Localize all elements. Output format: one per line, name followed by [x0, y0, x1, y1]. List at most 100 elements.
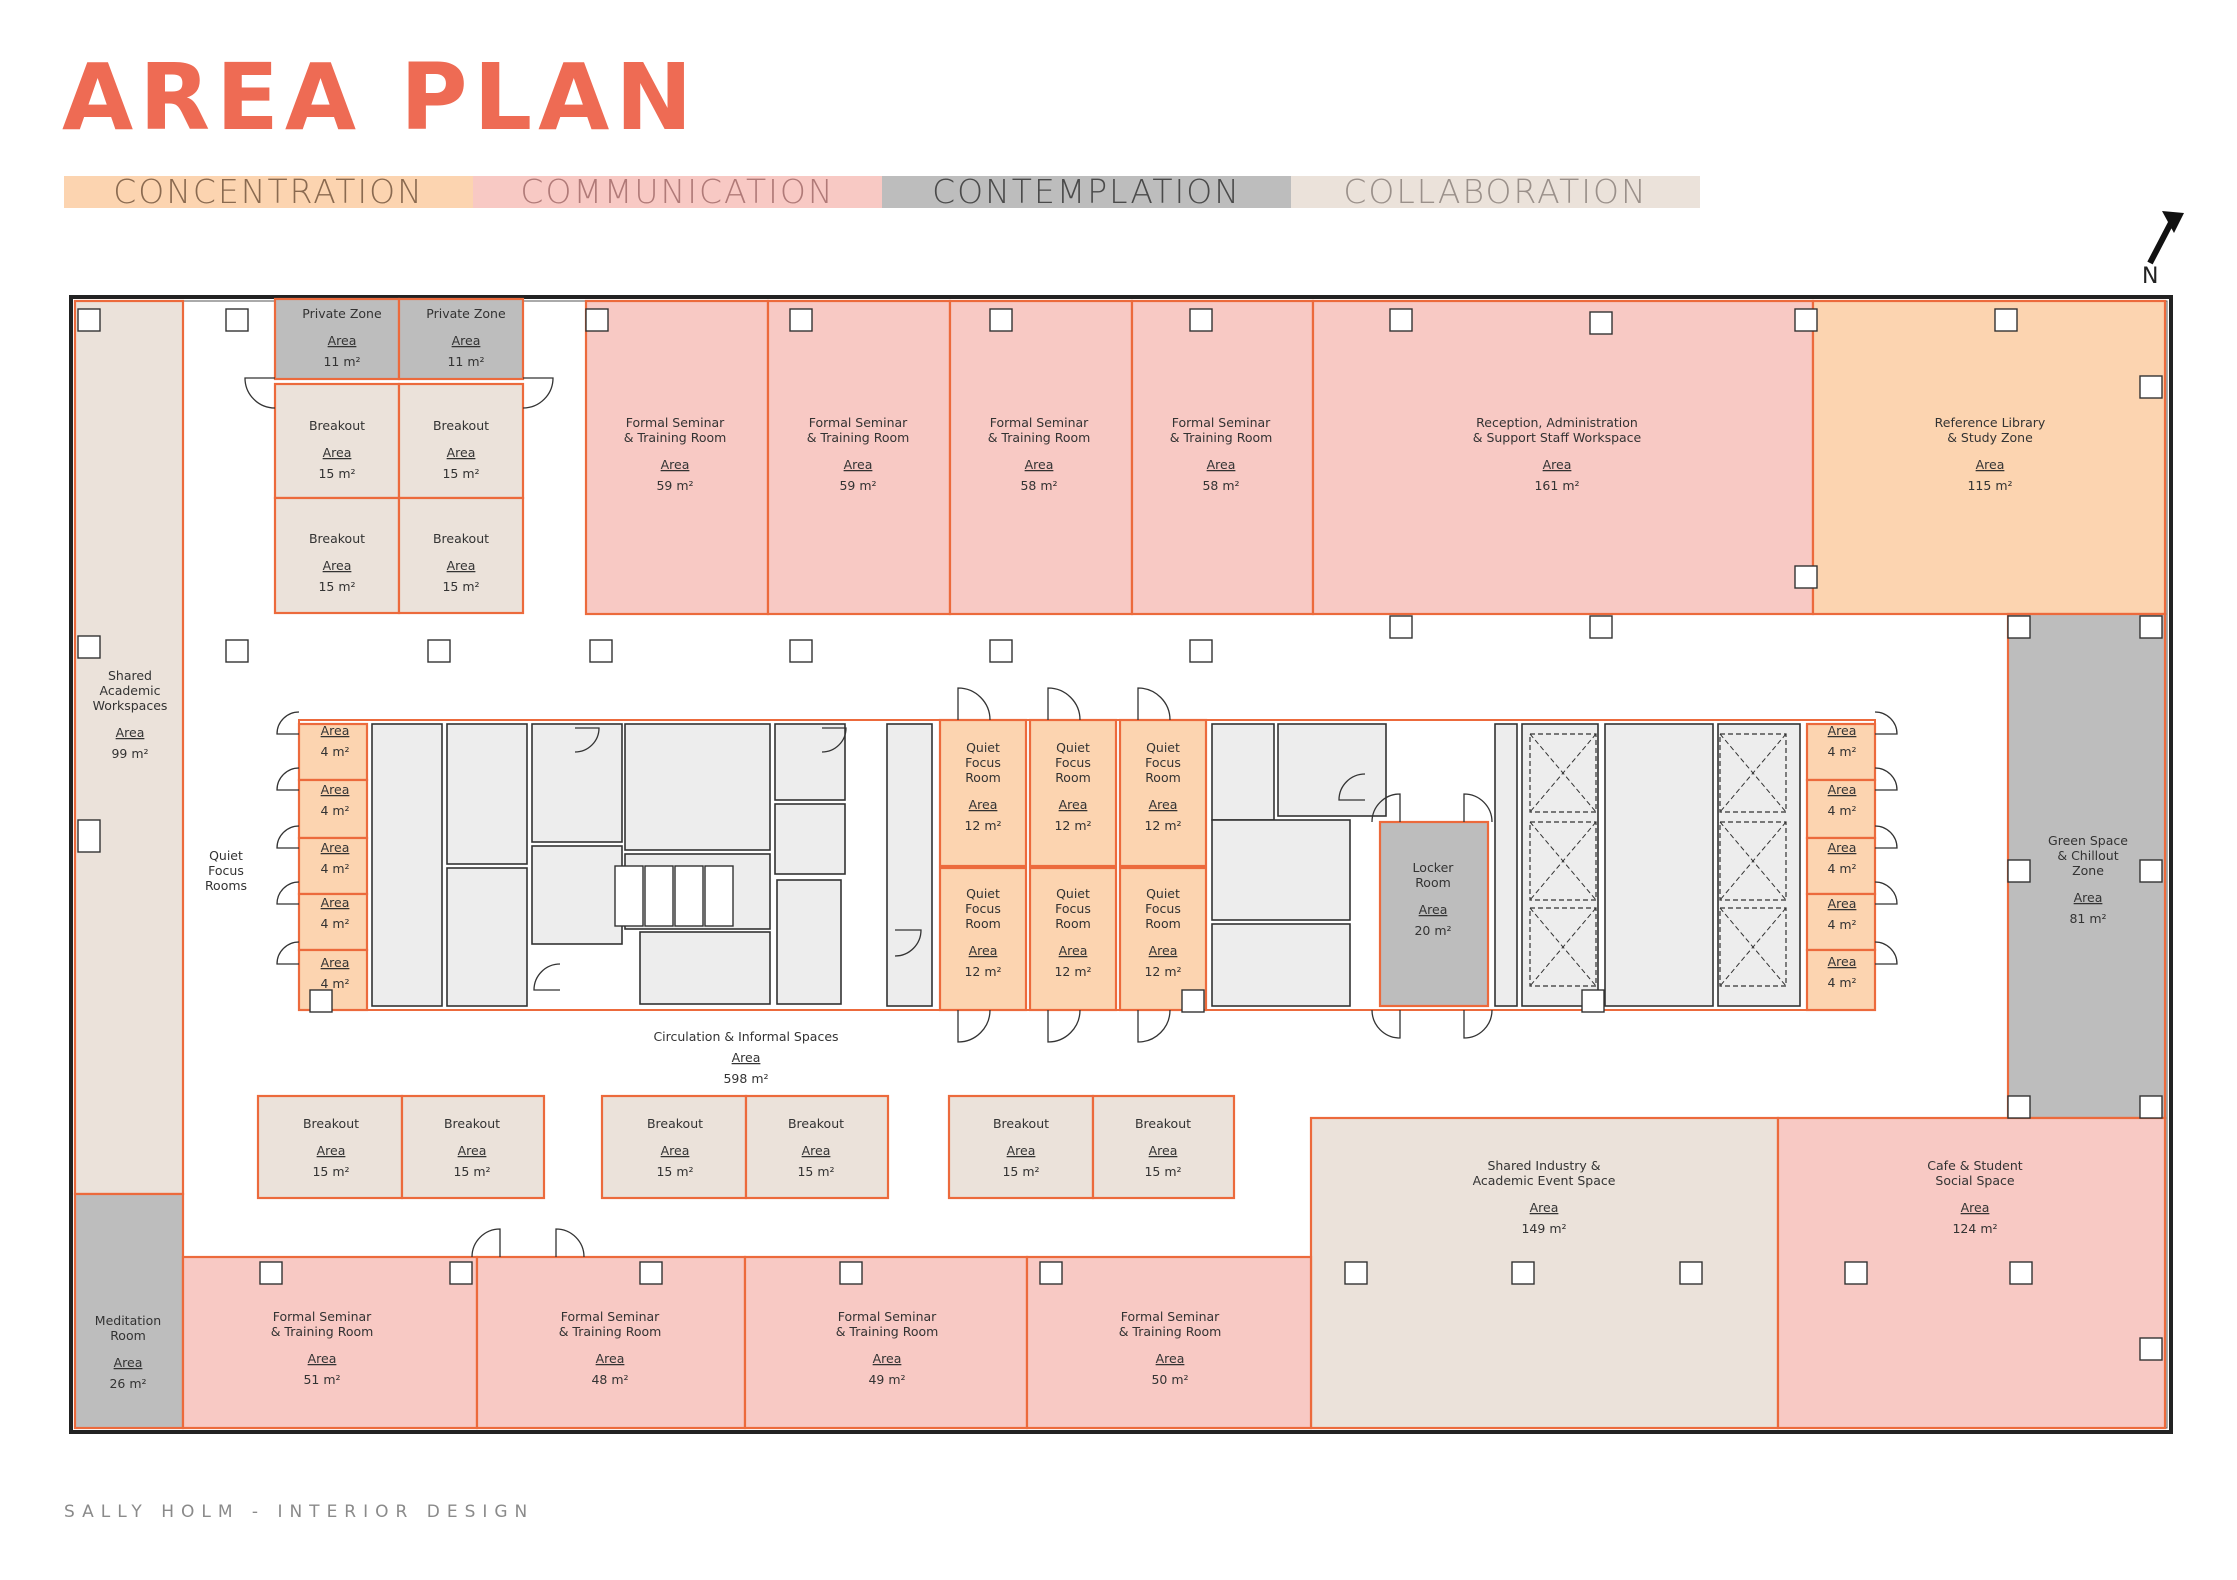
room-area-value: 58 m² [1202, 478, 1239, 493]
room-area-word: Area [1828, 896, 1857, 911]
room-area-value: 50 m² [1151, 1372, 1188, 1387]
room-name-line: & Training Room [271, 1324, 374, 1339]
room-quiet-focus-e3 [1805, 836, 1877, 896]
room-name-line: & Training Room [807, 430, 910, 445]
door-core-2 [821, 727, 847, 753]
room-name-line: Formal Seminar [273, 1309, 372, 1324]
room-area-value: 149 m² [1521, 1221, 1566, 1236]
door-quiet-focus-e4 [1874, 881, 1898, 905]
room-name-line: Formal Seminar [626, 415, 725, 430]
room-area-value: 20 m² [1414, 923, 1451, 938]
door-locker-room-4-swing [1463, 1009, 1493, 1039]
room-area-value: 12 m² [1144, 818, 1181, 833]
room-area-word: Area [1149, 1143, 1178, 1158]
room-quiet-focus-e4-shape [1805, 892, 1877, 952]
room-formal-seminar-n3-shape [948, 299, 1134, 616]
room-name-line: Quiet [1146, 740, 1180, 755]
column-marker-42 [309, 989, 333, 1013]
room-breakout-s1 [256, 1094, 404, 1200]
room-name-line: Quiet [966, 886, 1000, 901]
circulation-area-value: 598 m² [723, 1071, 768, 1086]
door-quiet-focus-w1-swing [276, 711, 300, 735]
door-locker-room-4 [1463, 1009, 1493, 1039]
room-area-value: 12 m² [1054, 818, 1091, 833]
room-area-value: 59 m² [839, 478, 876, 493]
room-breakout-s4-shape [744, 1094, 890, 1200]
door-quiet-focus-c4 [957, 1009, 991, 1043]
column-marker-8 [1589, 311, 1613, 335]
room-name-line: Room [1055, 916, 1091, 931]
lift-shaft-1 [1529, 733, 1597, 813]
core-service-block-16 [1277, 723, 1387, 817]
room-name-line: & Support Staff Workspace [1473, 430, 1642, 445]
door-quiet-focus-c2 [1047, 687, 1081, 721]
lift-shaft-outline [1529, 733, 1597, 813]
room-meditation-room-shape [73, 1192, 185, 1430]
room-quiet-focus-w2-shape [297, 778, 369, 840]
door-quiet-focus-c5 [1047, 1009, 1081, 1043]
column-marker-31 [639, 1261, 663, 1285]
column-marker-10 [1994, 308, 2018, 332]
room-name-line: Quiet [1146, 886, 1180, 901]
room-quiet-focus-w3-shape [297, 836, 369, 896]
room-name-line: Shared Industry & [1487, 1158, 1600, 1173]
door-quiet-focus-e2-swing [1874, 767, 1898, 791]
room-area-word: Area [323, 558, 352, 573]
column-marker-15 [2007, 615, 2031, 639]
room-breakout-nw-4-shape [397, 496, 525, 615]
door-quiet-focus-w3-swing [276, 825, 300, 849]
room-area-value: 99 m² [111, 746, 148, 761]
room-area-value: 11 m² [447, 354, 484, 369]
door-core-2-swing [821, 727, 847, 753]
quiet-focus-rooms-line: Quiet [209, 848, 243, 863]
room-breakout-nw-3-shape [273, 496, 401, 615]
core-service-block-12 [886, 723, 933, 1007]
door-quiet-focus-c1 [957, 687, 991, 721]
core-service-block-4 [531, 723, 623, 843]
toilet-cubicle-2 [644, 865, 674, 927]
room-quiet-focus-e3-shape [1805, 836, 1877, 896]
room-area-value: 48 m² [591, 1372, 628, 1387]
room-name-line: Breakout [1135, 1116, 1191, 1131]
room-quiet-focus-e5 [1805, 948, 1877, 1012]
room-name-line: Meditation [95, 1313, 161, 1328]
door-private-zone-2 [522, 377, 554, 409]
room-area-value: 12 m² [964, 964, 1001, 979]
room-area-word: Area [308, 1351, 337, 1366]
room-quiet-focus-c2-shape [1028, 718, 1118, 868]
room-area-word: Area [802, 1143, 831, 1158]
room-breakout-s4 [744, 1094, 890, 1200]
room-formal-seminar-n3 [948, 299, 1134, 616]
room-private-zone-2 [397, 297, 525, 381]
column-marker-7 [1389, 308, 1413, 332]
door-core-1-swing [574, 727, 600, 753]
room-name-line: Focus [1145, 755, 1181, 770]
room-area-word: Area [1828, 782, 1857, 797]
core-service-block-15 [1211, 923, 1351, 1007]
core-service-block-14 [1211, 819, 1351, 921]
room-area-word: Area [1828, 840, 1857, 855]
room-reception-shape [1311, 299, 1815, 616]
room-area-word: Area [447, 558, 476, 573]
room-name-line: Reference Library [1935, 415, 2046, 430]
room-quiet-focus-w4 [297, 892, 369, 952]
room-name-line: & Training Room [988, 430, 1091, 445]
column-marker-30 [449, 1261, 473, 1285]
toilet-cubicle-4 [704, 865, 734, 927]
room-area-word: Area [317, 1143, 346, 1158]
room-formal-seminar-s4 [1025, 1255, 1313, 1430]
door-quiet-focus-e4-swing [1874, 881, 1898, 905]
room-quiet-focus-w3 [297, 836, 369, 896]
core-service-block-5 [531, 845, 623, 945]
room-name-line: Academic Event Space [1473, 1173, 1616, 1188]
